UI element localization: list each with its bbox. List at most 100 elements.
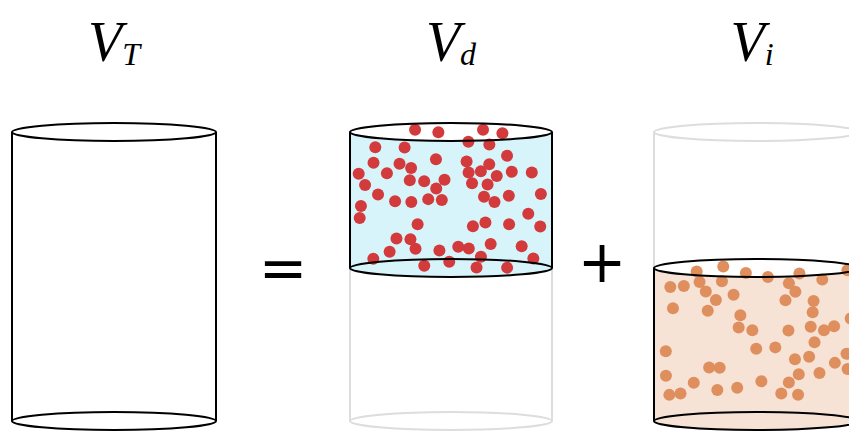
particle-dot <box>792 389 804 401</box>
particle-dot <box>535 188 547 200</box>
particle-dot <box>485 238 497 250</box>
particle-dot <box>384 246 396 258</box>
particle-dot <box>813 367 825 379</box>
particle-dot <box>430 153 442 165</box>
operator-sign: + <box>578 233 627 291</box>
particle-dot <box>483 158 495 170</box>
volume-cylinder: VT <box>12 14 216 70</box>
particle-dot <box>728 289 740 301</box>
particle-dot <box>461 155 473 167</box>
particle-dot <box>734 309 746 321</box>
particle-dot <box>803 351 815 363</box>
particle-dot <box>433 244 445 256</box>
particle-dot <box>353 168 365 180</box>
particle-dot <box>700 286 712 298</box>
particle-dot <box>359 179 371 191</box>
particle-dot <box>660 370 672 382</box>
particle-dot <box>503 190 515 202</box>
particle-dot <box>496 127 508 139</box>
volume-label: Vd <box>426 14 476 70</box>
particle-dot <box>354 212 366 224</box>
particle-dot <box>534 220 546 232</box>
particle-dot <box>807 306 819 318</box>
particle-dot <box>404 174 416 186</box>
particle-dot <box>479 217 491 229</box>
operator-sign: = <box>259 239 308 297</box>
particle-dot <box>439 174 451 186</box>
particle-dot <box>750 343 762 355</box>
vd-fill <box>350 123 552 277</box>
particle-dot <box>733 321 745 333</box>
particle-dot <box>463 243 475 255</box>
particle-dot <box>482 179 494 191</box>
particle-dot <box>828 320 840 332</box>
particle-dot <box>829 357 841 369</box>
particle-dot <box>467 220 479 232</box>
particle-dot <box>664 281 676 293</box>
particle-dot <box>667 302 679 314</box>
particle-dot <box>390 232 402 244</box>
particle-dot <box>381 167 393 179</box>
particle-dot <box>466 177 478 189</box>
particle-dot <box>491 170 503 182</box>
particle-dot <box>522 208 534 220</box>
particle-dot <box>769 341 781 353</box>
particle-dot <box>399 141 411 153</box>
particle-dot <box>775 388 787 400</box>
particle-dot <box>506 166 518 178</box>
particle-dot <box>731 382 743 394</box>
particle-dot <box>432 126 444 138</box>
particle-dot <box>501 150 513 162</box>
particle-dot <box>663 389 675 401</box>
particle-dot <box>410 243 422 255</box>
volume-cylinder: Vi <box>654 14 849 70</box>
particle-dot <box>675 387 687 399</box>
particle-dot <box>526 167 538 179</box>
particle-dot <box>452 241 464 253</box>
particle-dot <box>436 194 448 206</box>
particle-dot <box>418 260 430 272</box>
particle-dot <box>405 196 417 208</box>
particle-dot <box>372 188 384 200</box>
volume-label: Vi <box>730 14 773 70</box>
particle-dot <box>463 166 475 178</box>
particle-dot <box>409 124 421 136</box>
particle-dot <box>710 294 722 306</box>
particle-dot <box>845 312 849 324</box>
particle-dot <box>369 141 381 153</box>
particle-dot <box>809 336 821 348</box>
particle-dot <box>703 362 715 374</box>
particle-dot <box>783 376 795 388</box>
particle-dot <box>475 251 487 263</box>
particle-dot <box>477 124 489 136</box>
vi-fill <box>654 259 849 430</box>
particle-dot <box>842 363 849 375</box>
volume-label: VT <box>88 14 140 70</box>
particle-dot <box>478 191 490 203</box>
particle-dot <box>430 183 442 195</box>
particle-dot <box>746 324 758 336</box>
particle-dot <box>418 175 430 187</box>
particle-dot <box>841 264 849 276</box>
particle-dot <box>782 324 794 336</box>
particle-dot <box>688 377 700 389</box>
particle-dot <box>783 277 795 289</box>
particle-dot <box>405 162 417 174</box>
particle-dot <box>678 280 690 292</box>
particle-dot <box>717 261 729 273</box>
particle-dot <box>516 240 528 252</box>
particle-dot <box>389 195 401 207</box>
particle-dot <box>702 305 714 317</box>
particle-dot <box>471 261 483 273</box>
particle-dot <box>793 368 805 380</box>
particle-dot <box>841 348 849 360</box>
particle-dot <box>711 384 723 396</box>
particle-dot <box>503 218 515 230</box>
particle-dot <box>501 262 513 274</box>
particle-dot <box>368 157 380 169</box>
volume-cylinder: Vd <box>350 14 552 70</box>
particle-dot <box>355 200 367 212</box>
particle-dot <box>422 193 434 205</box>
particle-dot <box>808 295 820 307</box>
particle-dot <box>755 375 767 387</box>
